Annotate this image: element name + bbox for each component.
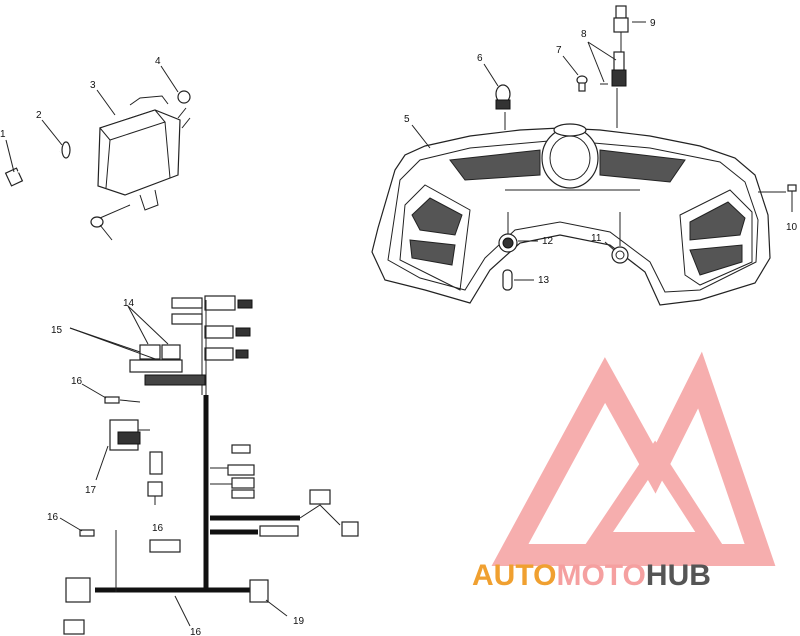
terminal-part — [90, 216, 104, 228]
callout-19: 19 — [293, 616, 305, 627]
wiring-harness: 14 15 16 17 16 16 16 19 — [47, 295, 359, 636]
dash-assembly: 5 6 7 8 9 10 11 12 13 — [371, 5, 798, 306]
socket-7-part — [576, 75, 588, 92]
callout-14: 14 — [123, 298, 135, 309]
callout-12: 12 — [542, 236, 554, 247]
washer-part — [61, 141, 71, 159]
harness-mid-connectors — [109, 419, 163, 505]
grommet-11-part — [611, 246, 629, 264]
bolt-part — [4, 151, 61, 187]
callout-1: 1 — [0, 129, 6, 140]
callout-5: 5 — [404, 114, 410, 125]
watermark-logo: AUTOMOTOHUB — [472, 351, 776, 592]
callout-8: 8 — [581, 29, 587, 40]
callout-16-d: 16 — [190, 627, 202, 636]
callout-13: 13 — [538, 275, 550, 286]
harness-branch-connectors — [149, 444, 359, 553]
callout-7: 7 — [556, 45, 562, 56]
callout-2: 2 — [36, 110, 42, 121]
callout-9: 9 — [650, 18, 656, 29]
right-vent — [679, 189, 753, 286]
watermark-word-hub: HUB — [646, 559, 711, 592]
callout-6: 6 — [477, 53, 483, 64]
callout-16-c: 16 — [47, 512, 59, 523]
watermark-word-moto: MOTO — [556, 559, 645, 592]
left-vent — [399, 184, 471, 291]
regulator-assembly: 1 2 3 4 — [0, 56, 191, 241]
callout-15: 15 — [51, 325, 63, 336]
screw-10-part — [787, 184, 797, 212]
connector-19-part — [249, 579, 269, 603]
callout-3: 3 — [90, 80, 96, 91]
callout-10: 10 — [786, 222, 798, 233]
connector-9-part — [613, 5, 629, 52]
callout-16-a: 16 — [71, 376, 83, 387]
callout-11: 11 — [591, 233, 602, 244]
watermark-triangle-icon — [491, 351, 776, 566]
bulb-13-part — [502, 269, 513, 291]
bulb-8-part — [600, 51, 627, 87]
lamp-6-part — [495, 84, 511, 110]
nut-part — [177, 90, 191, 104]
watermark-text: AUTOMOTOHUB — [472, 559, 711, 592]
relay-block — [129, 344, 206, 386]
callout-17: 17 — [85, 485, 97, 496]
callout-16-b: 16 — [152, 523, 164, 534]
callout-4: 4 — [155, 56, 161, 67]
harness-top-connectors — [171, 295, 253, 395]
watermark-word-auto: AUTO — [472, 559, 556, 592]
regulator-box — [97, 95, 181, 211]
